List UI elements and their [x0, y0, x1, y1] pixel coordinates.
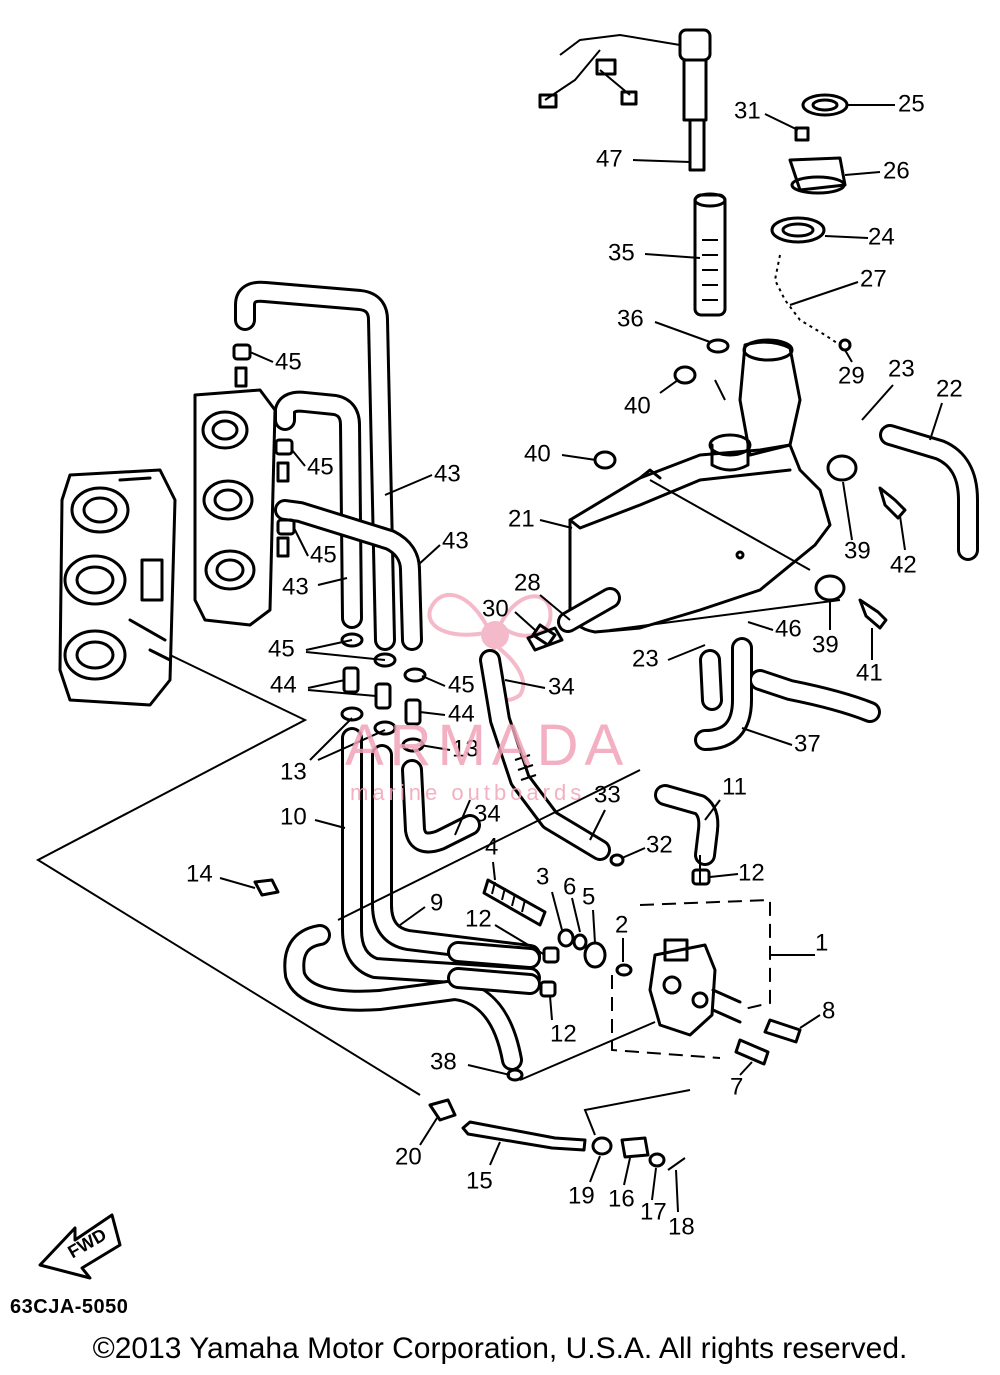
callout-46: 46	[775, 615, 802, 642]
callout-42: 42	[890, 551, 917, 578]
callout-13-right: 13	[452, 735, 479, 762]
oil-pump	[648, 938, 802, 1066]
oil-filter	[693, 192, 730, 354]
callout-14: 14	[186, 860, 213, 887]
hose-34-lower	[401, 759, 481, 854]
copyright-notice: ©2013 Yamaha Motor Corporation, U.S.A. A…	[92, 1332, 908, 1365]
callout-36: 36	[617, 305, 644, 332]
pump-link-rod	[253, 878, 686, 1171]
callout-32: 32	[646, 831, 673, 858]
callout-43-right: 43	[442, 527, 469, 554]
callouts: 1 2 3 4 5 6 7 8 9 10 11 12 12	[186, 90, 963, 1240]
hose-9	[371, 744, 541, 966]
callout-28: 28	[514, 569, 541, 596]
callout-1: 1	[815, 929, 828, 956]
callout-24: 24	[868, 223, 895, 250]
callout-10: 10	[280, 803, 307, 830]
callout-3: 3	[536, 863, 549, 890]
hose-28	[557, 587, 621, 633]
callout-23-lower: 23	[632, 645, 659, 672]
watermark-subtitle: marine outboards	[350, 780, 586, 805]
callout-31: 31	[734, 97, 761, 124]
callout-12-lower: 12	[550, 1020, 577, 1047]
callout-13-left: 13	[280, 758, 307, 785]
callout-16: 16	[608, 1185, 635, 1212]
callout-39-lower: 39	[812, 631, 839, 658]
callout-22: 22	[936, 375, 963, 402]
callout-25: 25	[898, 90, 925, 117]
callout-39-upper: 39	[844, 537, 871, 564]
callout-40-upper: 40	[624, 392, 651, 419]
hose-37	[694, 637, 881, 751]
intake-manifold	[193, 388, 277, 627]
callout-21: 21	[508, 505, 535, 532]
carburetor-assembly	[58, 468, 177, 707]
callout-8: 8	[822, 997, 835, 1024]
callout-43-upper: 43	[434, 460, 461, 487]
callout-45-second: 45	[307, 453, 334, 480]
callout-12-right: 12	[738, 859, 765, 886]
callout-11: 11	[722, 773, 747, 800]
filler-cap-parts	[770, 93, 852, 352]
callout-47: 47	[596, 145, 623, 172]
callout-38: 38	[430, 1048, 457, 1075]
callout-34-upper: 34	[548, 673, 575, 700]
callout-26: 26	[883, 157, 910, 184]
callout-9: 9	[430, 889, 443, 916]
callout-35: 35	[608, 239, 635, 266]
hose-43-long	[234, 280, 396, 651]
callout-45-third: 45	[310, 541, 337, 568]
oil-level-gauge	[538, 28, 712, 172]
callout-19: 19	[568, 1182, 595, 1209]
hose-43-mid	[274, 390, 363, 629]
callout-34-lower: 34	[474, 800, 501, 827]
callout-4: 4	[485, 833, 498, 860]
pump-drive-parts	[482, 853, 711, 1082]
callout-6: 6	[563, 873, 576, 900]
callout-41: 41	[856, 659, 883, 686]
hoses-9-10-short	[447, 941, 541, 995]
callout-20: 20	[395, 1143, 422, 1170]
callout-37: 37	[794, 730, 821, 757]
callout-27: 27	[860, 265, 887, 292]
callout-5: 5	[582, 883, 595, 910]
callout-45-lower-left: 45	[268, 635, 295, 662]
hose-33	[479, 623, 611, 861]
callout-2: 2	[615, 911, 628, 938]
watermark-name: ARMADA	[345, 713, 630, 778]
fwd-arrow-icon: FWD	[38, 1213, 122, 1280]
hose-43-short	[274, 499, 423, 651]
callout-44-right: 44	[448, 700, 475, 727]
callout-12-upper: 12	[465, 905, 492, 932]
callout-17: 17	[640, 1198, 667, 1225]
callout-7: 7	[730, 1073, 743, 1100]
callout-30: 30	[482, 595, 509, 622]
callout-45-lower-right: 45	[448, 671, 475, 698]
callout-45-top: 45	[275, 348, 302, 375]
hose-38	[283, 924, 523, 1071]
callout-15: 15	[466, 1167, 493, 1194]
callout-29: 29	[838, 362, 865, 389]
reference-lines	[35, 379, 841, 1136]
callout-44-left: 44	[270, 671, 297, 698]
callout-18: 18	[668, 1213, 695, 1240]
callout-33: 33	[594, 781, 621, 808]
callout-43-left: 43	[282, 573, 309, 600]
callout-23-upper: 23	[888, 355, 915, 382]
drawing-code: 63CJA-5050	[10, 1296, 129, 1318]
hose-10	[341, 727, 541, 989]
callout-40-lower: 40	[524, 440, 551, 467]
hose-22	[879, 424, 979, 561]
hose-11	[654, 784, 720, 866]
